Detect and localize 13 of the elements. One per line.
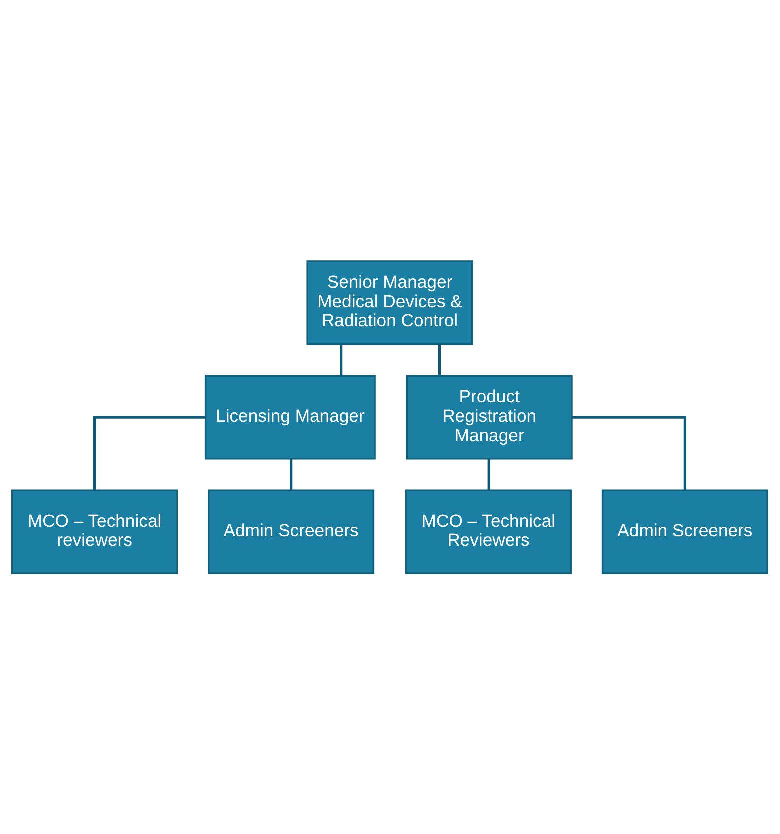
connector [488,458,490,490]
connector [572,416,687,490]
connector [290,458,293,490]
node-box: MCO – Technical reviewers [12,489,178,574]
node-box: Admin Screeners [602,489,768,574]
node-box: MCO – Technical Reviewers [405,489,572,574]
node-box: Licensing Manager [204,374,376,460]
connector [93,416,206,490]
node-box: Product Registration Manager [406,374,573,460]
connector [438,344,442,376]
node-box: Admin Screeners [208,489,375,574]
node-box: Senior Manager Medical Devices & Radiation Control [306,260,474,345]
connector [340,344,343,376]
